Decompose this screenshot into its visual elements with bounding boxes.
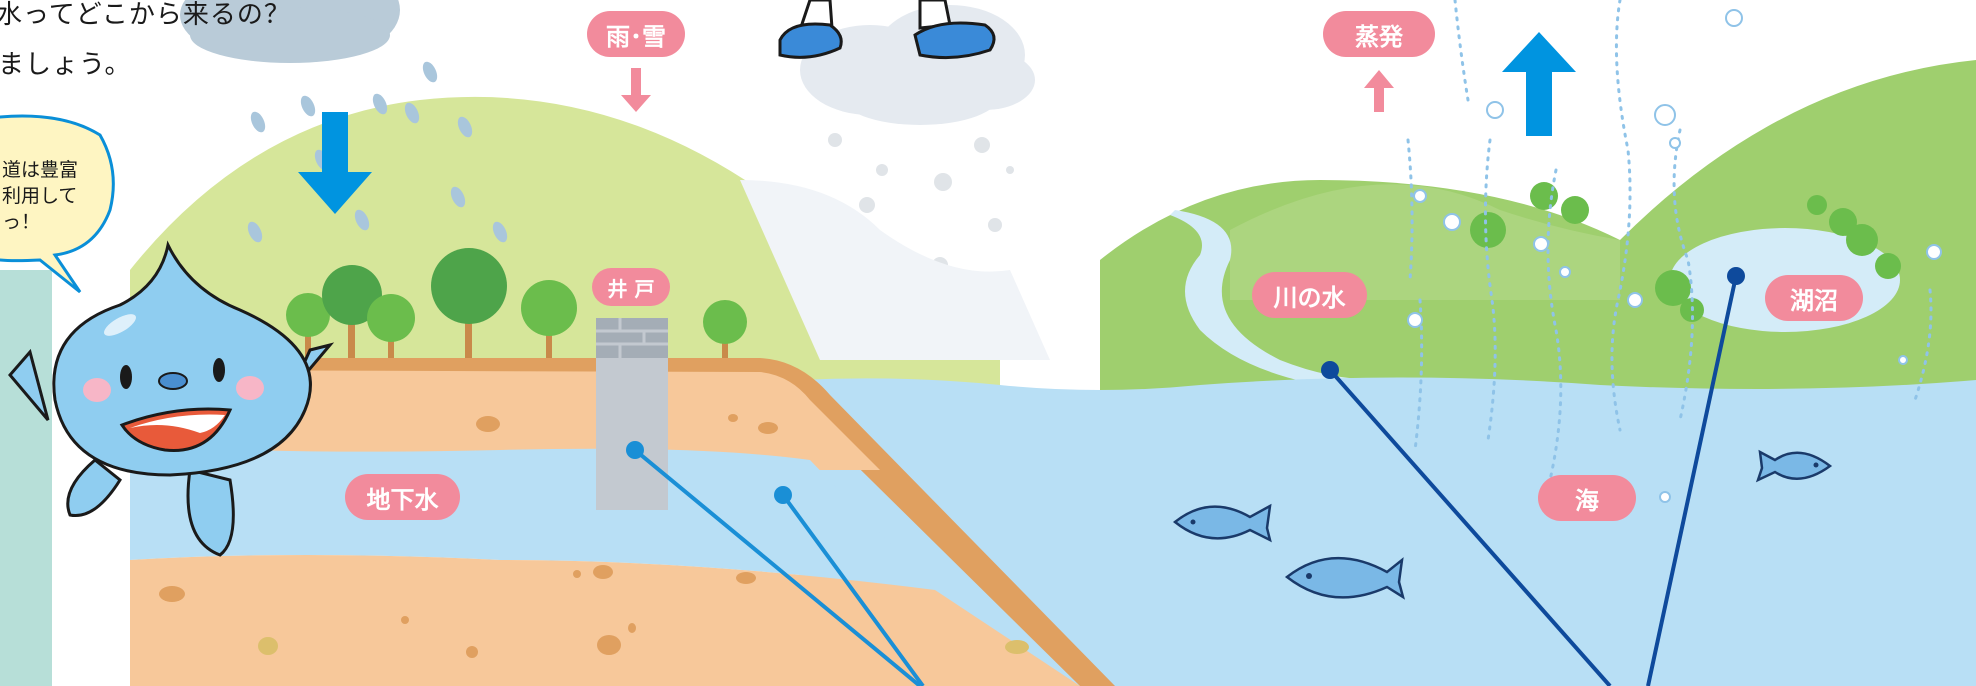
label-sea: 海 <box>1538 475 1636 521</box>
center-cloud-icon <box>800 5 1035 125</box>
intro-line-2: ましょう。 <box>0 44 131 81</box>
label-groundwater: 地下水 <box>345 474 460 520</box>
label-river-water: 川の水 <box>1252 272 1367 318</box>
label-evaporation: 蒸発 <box>1323 11 1435 57</box>
label-lake-marsh: 湖沼 <box>1765 275 1863 321</box>
speech-line-1: 道は豊富 <box>2 158 78 183</box>
speech-line-2: 利用して <box>2 184 77 209</box>
pink-down-arrow-icon <box>621 68 651 112</box>
well-icon <box>596 318 668 510</box>
label-rain-snow: 雨･雪 <box>587 11 685 57</box>
label-well: 井 戸 <box>592 268 670 306</box>
intro-line-1: 水ってどこから来るの？ <box>0 0 291 31</box>
left-side-panel <box>0 270 52 686</box>
pink-up-arrow-icon <box>1364 70 1394 112</box>
speech-line-3: っ！ <box>2 210 40 235</box>
up-arrow-icon <box>1502 32 1576 136</box>
